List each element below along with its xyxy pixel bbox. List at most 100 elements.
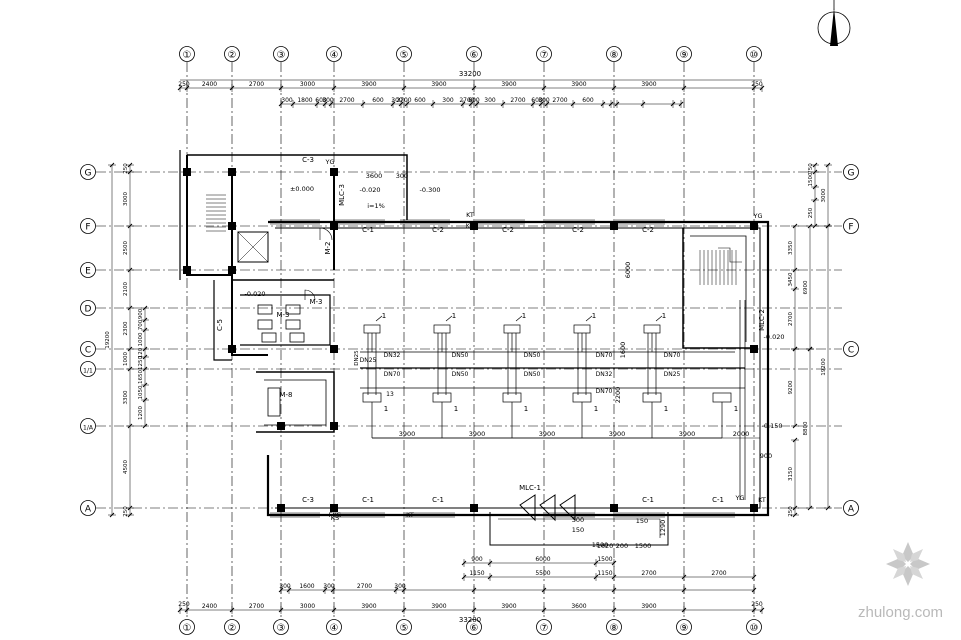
axis-bubble	[326, 46, 342, 62]
window-label: C-3	[302, 496, 314, 504]
room-label: 150	[572, 526, 584, 534]
axis-label: A	[85, 505, 92, 515]
axis-bubble	[843, 218, 859, 234]
axis-label: ⑨	[680, 50, 689, 61]
dim-row1: 3900	[501, 81, 516, 88]
door-label: M-3	[276, 311, 289, 319]
radiator-bottom	[572, 392, 592, 403]
door-label: M-3	[309, 298, 322, 306]
room-label: -0.300	[420, 186, 441, 194]
radiator-top	[643, 324, 661, 334]
column	[330, 345, 338, 353]
room-label: i=1%	[367, 202, 385, 210]
pipe-system	[360, 300, 746, 500]
pipe-dim: 3900	[469, 430, 486, 438]
dim-row1: 2700	[249, 81, 264, 88]
dim-row1: 2400	[202, 81, 217, 88]
door-label: MLC-3	[338, 184, 346, 206]
left-dim-fine: 700	[138, 319, 144, 330]
room-label: -0.020	[764, 333, 785, 341]
dim-row1: 3900	[571, 81, 586, 88]
pipe-dim: 3900	[539, 430, 556, 438]
axis-label: ⑥	[470, 50, 479, 61]
axis-bubble	[746, 619, 762, 635]
walls	[179, 150, 770, 546]
dim-bottom-row4: 300	[323, 583, 335, 590]
watermark-text: zhulong.com	[858, 604, 943, 621]
room-label: -0.020	[360, 186, 381, 194]
column	[750, 222, 758, 230]
axis-label: C	[85, 346, 91, 356]
axis-bubble	[179, 46, 195, 62]
left-dim-fine: 1200	[138, 406, 144, 420]
column	[277, 504, 285, 512]
dim-row2: 300	[391, 97, 403, 104]
axis-label: ④	[330, 50, 339, 61]
axis-label: ③	[277, 50, 286, 61]
room-label: 3600	[366, 172, 383, 180]
dim-row2: 300	[538, 97, 550, 104]
axis-label: F	[848, 223, 853, 233]
pipe-number: 1	[524, 405, 528, 413]
room-label: 2200	[614, 387, 622, 404]
axis-label: 1/A	[83, 425, 94, 432]
axis-label: C	[848, 346, 854, 356]
columns	[183, 168, 758, 512]
room-label: KT	[406, 511, 414, 519]
pipe-label: DN50	[452, 371, 469, 378]
axis-label: ⑥	[470, 623, 479, 634]
dim-row1: 3900	[431, 81, 446, 88]
column	[228, 345, 236, 353]
pipe-dim: 3900	[399, 430, 416, 438]
axis-label: D	[85, 305, 92, 315]
axis-bubble	[843, 164, 859, 180]
room-label: YG	[752, 212, 762, 220]
pipe-label: DN70	[596, 352, 613, 359]
dim-bottom-row4: 300	[279, 583, 291, 590]
pipe-dim: 3900	[609, 430, 626, 438]
dim-bottom-row5: 3900	[501, 603, 516, 610]
column	[183, 266, 191, 274]
pipe-label: DN70	[384, 371, 401, 378]
left-total-dim: 19200	[105, 331, 111, 349]
axis-label: ⑦	[540, 50, 549, 61]
room-label: 6000	[624, 262, 632, 279]
radiator-top	[363, 324, 381, 334]
column	[228, 266, 236, 274]
dim-bottom-row5: 3900	[641, 603, 656, 610]
dim-bottom-row4: 1600	[299, 583, 314, 590]
pipe-dim: 2000	[733, 430, 750, 438]
dim-bottom-row3: 1150	[469, 570, 484, 577]
window-label: C-2	[572, 226, 584, 234]
radiator-bottom	[642, 392, 662, 403]
axis-bubble	[536, 46, 552, 62]
pipe-number: 1	[454, 405, 458, 413]
room-label: YG	[324, 158, 334, 166]
column	[470, 504, 478, 512]
dim-row2: 600	[468, 97, 480, 104]
left-dim: 1000	[123, 352, 129, 366]
left-dim: 2300	[123, 321, 129, 335]
watermark-logo: zhulong.com	[858, 542, 943, 621]
left-dim-fine: 900	[138, 308, 144, 319]
radiator-bottom	[432, 392, 452, 403]
column	[610, 504, 618, 512]
pipe-label: DN50	[524, 371, 541, 378]
dim-row2: 600	[531, 97, 543, 104]
room-label: -0.150	[762, 422, 783, 430]
left-dim: 3000	[123, 192, 129, 206]
door-label: MLC-1	[519, 484, 541, 492]
right-dim: 3150	[788, 467, 794, 481]
right-dim: 250	[788, 506, 794, 517]
dim-row2: 2700	[510, 97, 525, 104]
left-dim: 2500	[123, 241, 129, 255]
window-label: C-2	[502, 226, 514, 234]
dim-row1: 3000	[300, 81, 315, 88]
axis-label: G	[85, 169, 92, 179]
dim-bottom-row5: 250	[751, 601, 763, 608]
room-label: KS	[466, 222, 474, 230]
pipe-number: 1	[452, 312, 456, 320]
axis-bubble	[843, 341, 859, 357]
axis-bubble	[80, 300, 96, 316]
